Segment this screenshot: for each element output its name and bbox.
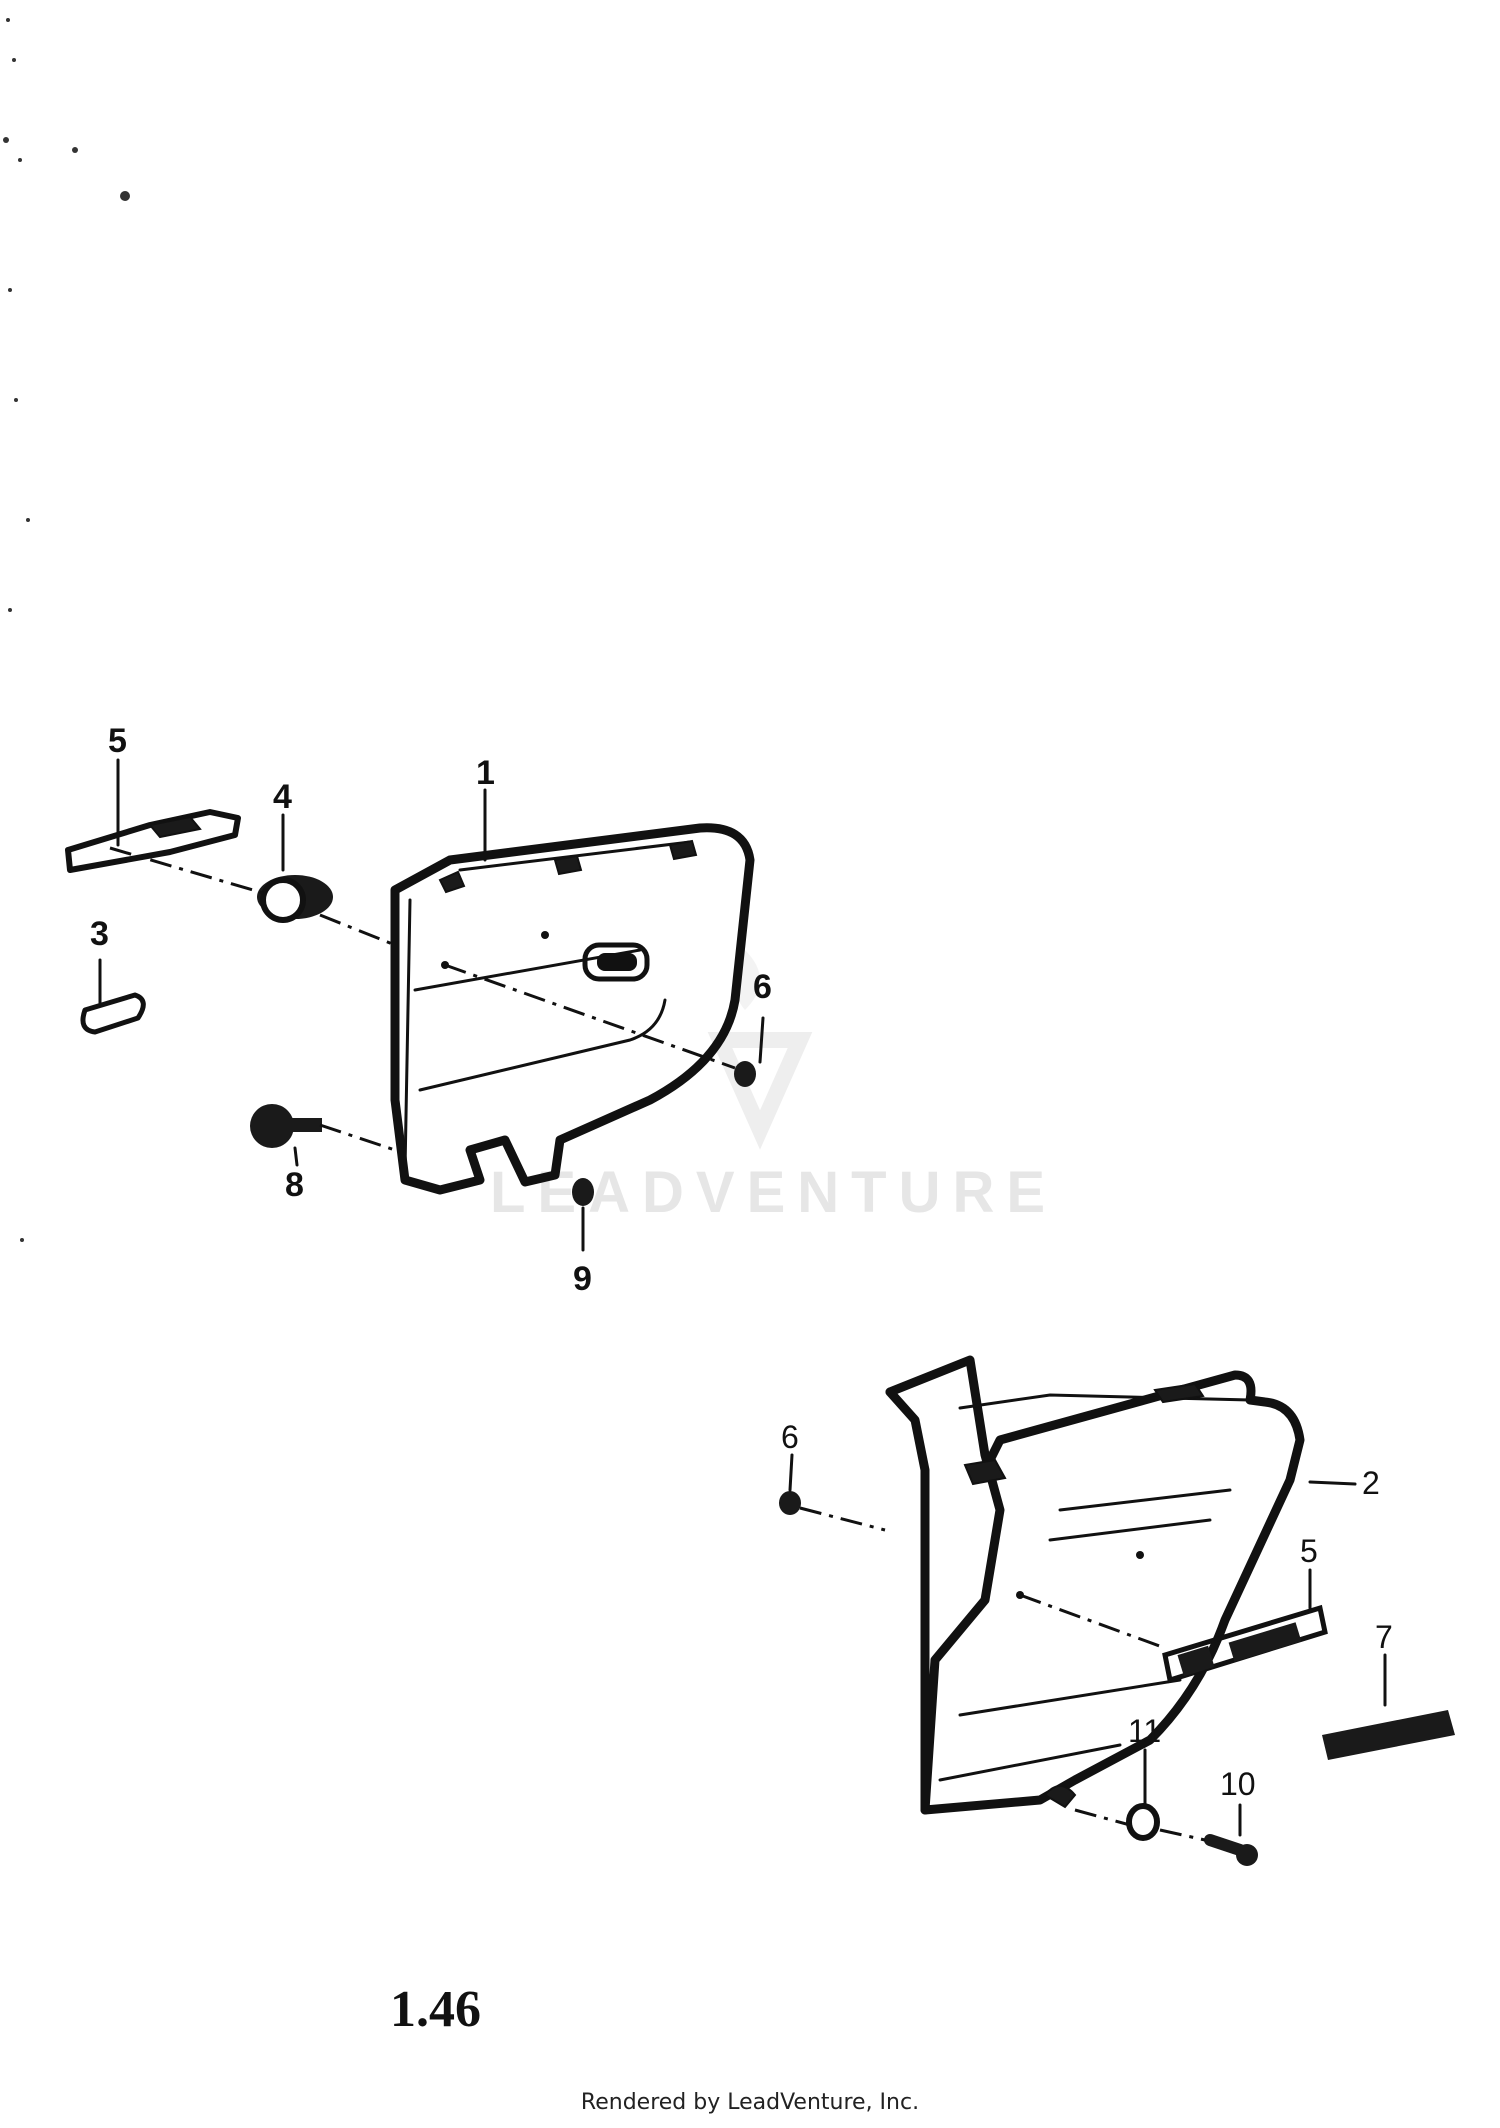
emblem-strip-7 <box>1322 1710 1455 1760</box>
page-number: 1.46 <box>390 1981 481 2038</box>
callout-5-upper: 5 <box>108 722 127 760</box>
callout-1: 1 <box>476 754 495 792</box>
emblem-5-lower <box>1162 1604 1328 1684</box>
pad-3 <box>80 992 146 1035</box>
assembly-lines-upper <box>109 846 736 1152</box>
cushion-4 <box>257 875 333 923</box>
knob-screw-8 <box>250 1104 322 1148</box>
bolt-10 <box>1204 1834 1258 1866</box>
callout-7: 7 <box>1375 1619 1393 1655</box>
callout-9: 9 <box>573 1260 592 1298</box>
callout-10: 10 <box>1220 1766 1256 1802</box>
callout-2: 2 <box>1362 1465 1380 1501</box>
callout-8: 8 <box>285 1166 304 1204</box>
grommet-9 <box>572 1178 594 1206</box>
grommet-6-lower <box>779 1491 801 1515</box>
callout-5-lower: 5 <box>1300 1533 1318 1569</box>
side-cover-left <box>390 823 755 1195</box>
callout-6-lower: 6 <box>781 1419 799 1455</box>
callout-4: 4 <box>273 778 292 816</box>
leader-lines-upper <box>98 758 765 1252</box>
callout-11: 11 <box>1128 1713 1161 1749</box>
cover-slot <box>582 942 650 982</box>
side-cover-right-assembly <box>885 1355 1305 1815</box>
scan-noise <box>3 18 130 1242</box>
assembly-lines-lower <box>799 1506 1206 1842</box>
grommet-6-upper <box>734 1061 756 1087</box>
callout-3: 3 <box>90 915 109 953</box>
footer-credit: Rendered by LeadVenture, Inc. <box>580 2090 920 2115</box>
callout-6-upper: 6 <box>753 968 772 1006</box>
washer-11 <box>1126 1803 1160 1841</box>
side-cover-left-assembly <box>390 823 755 1195</box>
side-cover-right <box>885 1355 1305 1815</box>
leader-lines-lower <box>788 1453 1387 1837</box>
